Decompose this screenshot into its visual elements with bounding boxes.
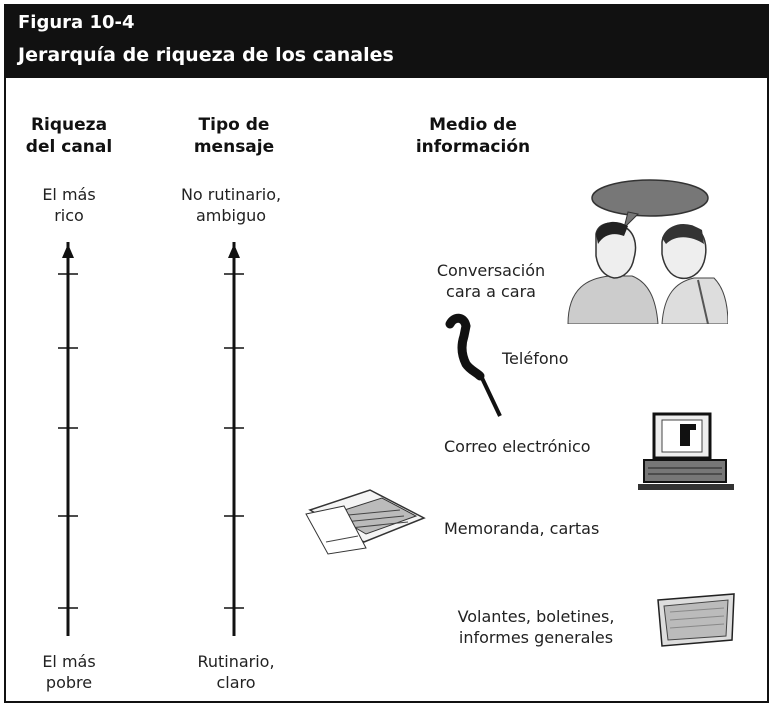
figure-number: Figura 10-4: [18, 12, 135, 33]
message-bottom-line1: Rutinario,: [197, 652, 275, 671]
media-label-conversation: Conversación cara a cara: [416, 260, 566, 302]
face-to-face-icon: [567, 179, 728, 324]
message-top-label: No rutinario, ambiguo: [156, 184, 306, 226]
media-label-memos-line1: Memoranda, cartas: [444, 519, 600, 538]
media-heading: Medio de información: [398, 114, 548, 158]
richness-bottom-line2: pobre: [45, 673, 93, 692]
media-label-flyers: Volantes, boletines, informes generales: [446, 606, 626, 648]
message-heading: Tipo de mensaje: [174, 114, 294, 158]
richness-heading: Riqueza del canal: [14, 114, 124, 158]
richness-arrowhead: [62, 244, 74, 258]
axes-svg: [58, 242, 244, 636]
richness-top-line1: El más: [42, 185, 96, 204]
folder-icon: [657, 593, 735, 647]
media-label-email: Correo electrónico: [444, 436, 591, 457]
media-label-telephone-line1: Teléfono: [502, 349, 569, 368]
message-top-line1: No rutinario,: [180, 185, 282, 204]
message-top-line2: ambiguo: [195, 206, 267, 225]
media-label-email-line1: Correo electrónico: [444, 437, 591, 456]
letters-icon: [305, 489, 426, 555]
media-heading-line1: Medio de: [429, 115, 517, 135]
figure-title: Jerarquía de riqueza de los canales: [18, 44, 394, 66]
figure-frame: Figura 10-4 Jerarquía de riqueza de los …: [4, 4, 769, 703]
richness-bottom-label: El más pobre: [14, 651, 124, 693]
richness-heading-line2: del canal: [25, 137, 113, 157]
message-bottom-line2: claro: [216, 673, 256, 692]
media-label-telephone: Teléfono: [502, 348, 569, 369]
media-label-memos: Memoranda, cartas: [444, 518, 599, 539]
computer-icon: [638, 412, 734, 490]
media-label-conversation-line2: cara a cara: [446, 282, 536, 301]
richness-axis: [58, 242, 78, 636]
telephone-icon: [445, 313, 502, 417]
message-arrowhead: [228, 244, 240, 258]
message-heading-line2: mensaje: [193, 137, 275, 157]
media-heading-line2: información: [415, 137, 531, 157]
figure-header: Figura 10-4 Jerarquía de riqueza de los …: [6, 6, 767, 78]
richness-heading-line1: Riqueza: [30, 115, 108, 135]
media-label-flyers-line1: Volantes, boletines,: [457, 607, 615, 626]
richness-top-line2: rico: [54, 206, 84, 225]
message-axis: [224, 242, 244, 636]
media-label-conversation-line1: Conversación: [436, 261, 546, 280]
message-heading-line1: Tipo de: [198, 115, 270, 135]
richness-top-label: El más rico: [14, 184, 124, 226]
message-bottom-label: Rutinario, claro: [166, 651, 306, 693]
media-label-flyers-line2: informes generales: [458, 628, 614, 647]
richness-bottom-line1: El más: [42, 652, 96, 671]
